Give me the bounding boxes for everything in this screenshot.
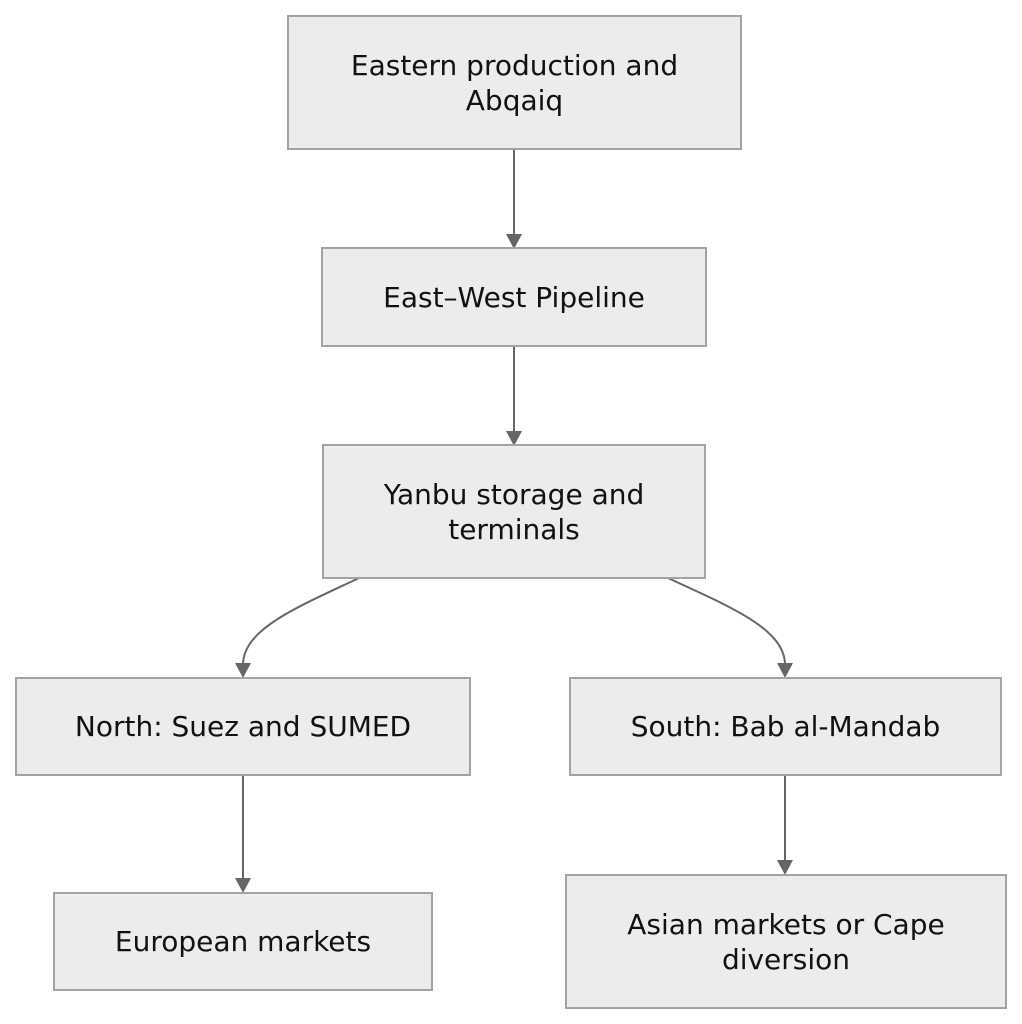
node-label: North: Suez and SUMED <box>74 710 412 743</box>
node-label: Eastern production and Abqaiq <box>350 48 679 117</box>
arrowhead-south-to-asia <box>777 860 793 875</box>
node-label: East–West Pipeline <box>383 280 645 314</box>
node-north-route: North: Suez and SUMED <box>15 677 471 776</box>
edge-yanbu-to-south <box>667 577 786 665</box>
node-label: Asian markets or Cape diversion <box>627 907 945 976</box>
arrowhead-yanbu-to-north <box>235 663 251 678</box>
edge-yanbu-to-north <box>242 577 360 665</box>
node-label: South: Bab al-Mandab <box>630 710 941 743</box>
arrowhead-north-to-europe <box>235 878 251 893</box>
node-eastern-production: Eastern production and Abqaiq <box>287 15 742 150</box>
node-south-route: South: Bab al-Mandab <box>569 677 1002 776</box>
arrowhead-yanbu-to-south <box>777 663 793 678</box>
arrowhead-pipeline-to-yanbu <box>506 431 522 446</box>
node-label: European markets <box>114 925 372 958</box>
arrowhead-eastern-to-pipeline <box>506 234 522 249</box>
node-east-west-pipeline: East–West Pipeline <box>321 247 707 347</box>
node-european-markets: European markets <box>53 892 433 991</box>
node-yanbu-terminals: Yanbu storage and terminals <box>322 444 706 579</box>
node-label: Yanbu storage and terminals <box>383 477 645 546</box>
node-asian-markets: Asian markets or Cape diversion <box>565 874 1007 1009</box>
